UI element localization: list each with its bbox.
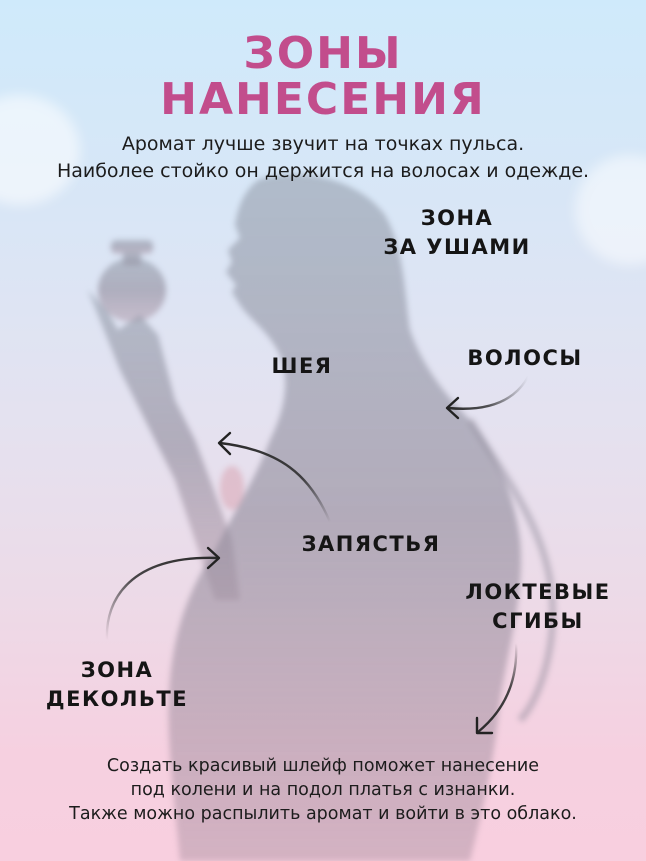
arrow-hair-icon <box>445 375 530 420</box>
arrow-decollete-icon <box>105 546 221 642</box>
arrow-wrists-icon <box>217 431 332 524</box>
footer-text-line1: Создать красивый шлейф поможет нанесение <box>106 756 540 776</box>
arrow-elbow-icon <box>475 641 518 735</box>
intro-text-line1: Аромат лучше звучит на точках пульса. <box>121 133 525 155</box>
zone-label-hair: ВОЛОСЫ <box>467 346 583 370</box>
zone-label-decollete: ЗОНА ДЕКОЛЬТЕ <box>32 656 202 714</box>
zone-label-behind-ears-line2: ЗА УШАМИ <box>383 235 531 259</box>
perfume-bottle-icon <box>98 240 166 322</box>
page-title-line2: НАНЕСЕНИЯ <box>160 74 486 125</box>
footer-text-line3: Также можно распылить аромат и войти в э… <box>69 804 577 824</box>
zone-label-decollete-line1: ЗОНА <box>80 658 154 682</box>
intro-text-line2: Наиболее стойко он держится на волосах и… <box>56 160 590 182</box>
zone-label-wrists: ЗАПЯСТЬЯ <box>301 532 441 556</box>
zone-label-behind-ears-line1: ЗОНА <box>420 206 494 230</box>
zone-label-behind-ears: ЗОНА ЗА УШАМИ <box>372 204 542 262</box>
zone-label-decollete-line2: ДЕКОЛЬТЕ <box>45 687 189 711</box>
footer-text-line2: под колени и на подол платья с изнанки. <box>130 780 516 800</box>
page-title-line1: ЗОНЫ <box>243 28 403 79</box>
zone-label-elbow: ЛОКТЕВЫЕ СГИБЫ <box>450 578 626 636</box>
zone-label-neck: ШЕЯ <box>271 354 333 378</box>
zone-label-elbow-line1: ЛОКТЕВЫЕ <box>465 580 611 604</box>
zone-label-elbow-line2: СГИБЫ <box>492 609 584 633</box>
